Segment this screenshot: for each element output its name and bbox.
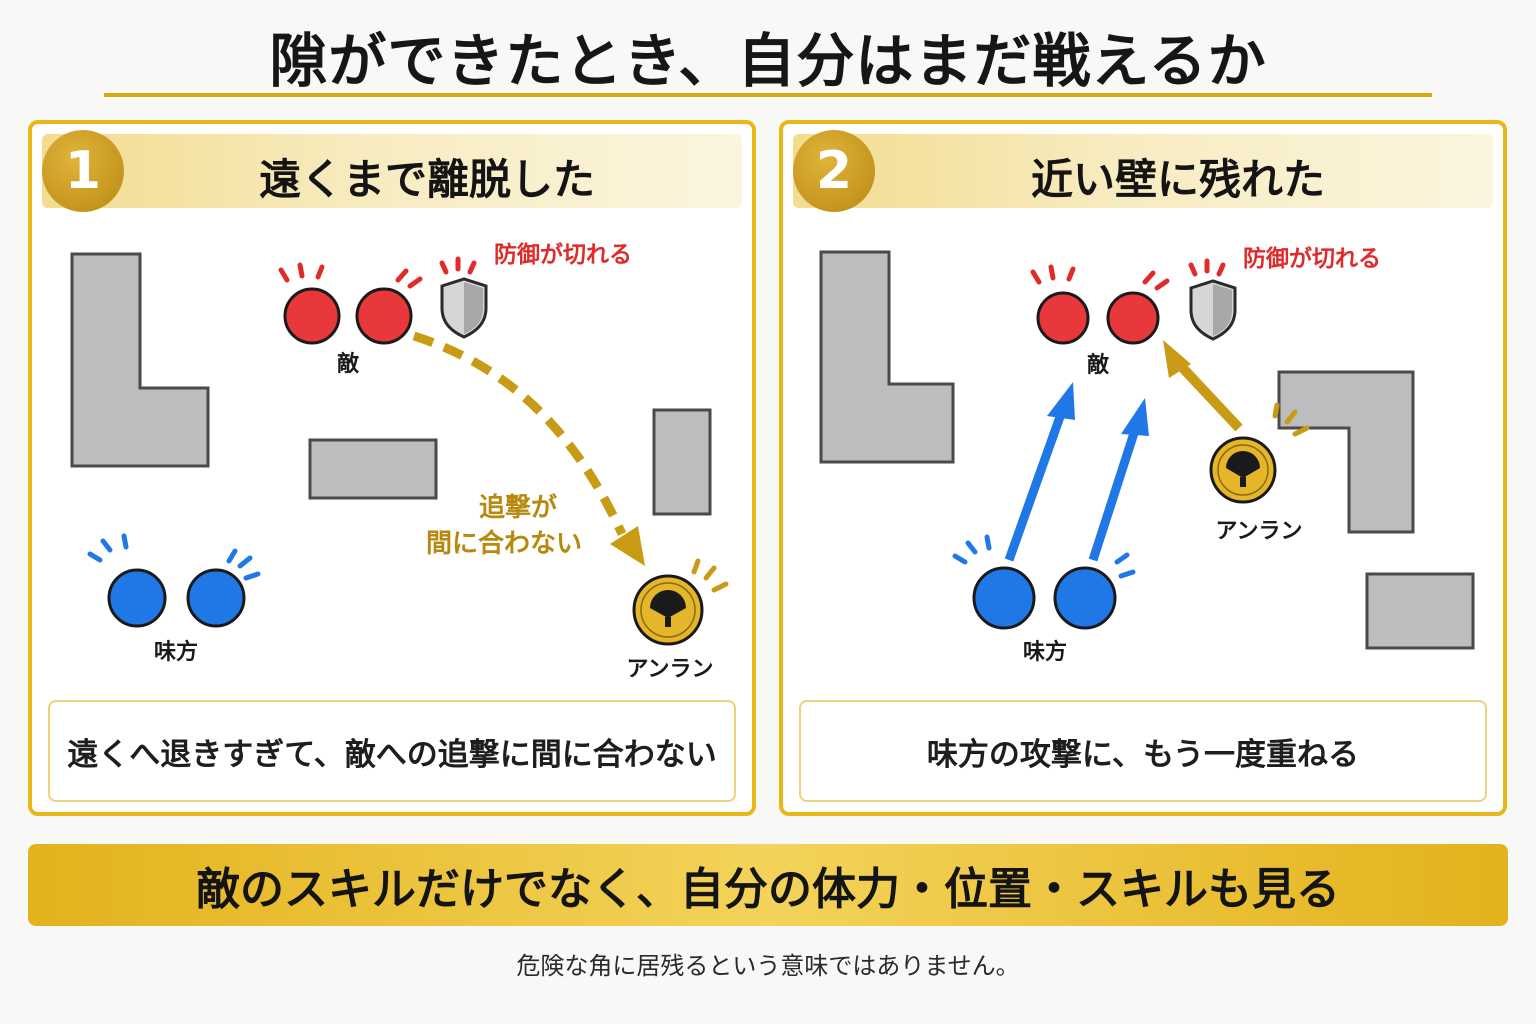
player-anran: アンラン [626, 558, 729, 682]
ally-label: 味方 [1023, 639, 1067, 665]
panel-far-retreat: 1 遠くまで離脱した 敵 防御が切れる 追撃が 間に合わない [28, 120, 756, 816]
folding-fan-icon [1226, 451, 1260, 487]
caption-box: 味方の攻撃に、もう一度重ねる [799, 700, 1487, 802]
caption-text: 味方の攻撃に、もう一度重ねる [926, 736, 1360, 773]
chase-label-line2: 間に合わない [426, 528, 582, 559]
summary-banner: 敵のスキルだけでなく、自分の体力・位置・スキルも見る [28, 844, 1508, 926]
enemy-alert-lines [278, 256, 477, 289]
shield-icon [440, 277, 488, 339]
ally-group: 味方 [952, 534, 1136, 665]
page-title: 隙ができたとき、自分はまだ戦えるか [269, 27, 1267, 95]
ally-2 [1053, 566, 1117, 630]
enemy-group: 敵 [1030, 258, 1226, 378]
folding-fan-icon [650, 590, 686, 627]
ally-alert-lines [952, 534, 1136, 579]
footnote: 危険な角に居残るという意味ではありません。 [516, 952, 1020, 980]
shield-icon [1189, 279, 1237, 341]
wall-bottom-right [1365, 572, 1475, 650]
player-label: アンラン [626, 657, 713, 682]
caption-box: 遠くへ退きすぎて、敵への追撃に間に合わない [48, 700, 736, 802]
ally-alert-lines [87, 533, 261, 581]
wall-corner-near [1277, 370, 1415, 534]
enemy-1 [1036, 291, 1090, 345]
ally-attack-arrows [1004, 382, 1149, 562]
ally-label: 味方 [154, 639, 198, 665]
panel-number-badge: 2 [793, 130, 875, 212]
panel-title: 遠くまで離脱した [258, 155, 595, 204]
wall-l-shape [70, 252, 210, 468]
panel-2-map: 敵 防御が切れる 味方 [819, 245, 1475, 665]
wall-center [308, 438, 438, 500]
banner-text: 敵のスキルだけでなく、自分の体力・位置・スキルも見る [196, 864, 1340, 915]
ally-group: 味方 [87, 533, 261, 665]
chase-arrowhead [610, 526, 645, 566]
player-alert-lines [691, 558, 729, 593]
enemy-1 [283, 287, 341, 345]
player-anran: アンラン [1209, 402, 1310, 544]
ally-2 [186, 568, 246, 628]
caption-text: 遠くへ退きすぎて、敵への追撃に間に合わない [67, 736, 717, 773]
chase-label-line1: 追撃が [479, 492, 557, 523]
panel-header: 2 近い壁に残れた [793, 130, 1493, 212]
enemy-2 [1106, 291, 1160, 345]
panel-1-map: 敵 防御が切れる 追撃が 間に合わない 味方 [70, 241, 729, 682]
panel-title: 近い壁に残れた [1030, 155, 1325, 204]
panel-header: 1 遠くまで離脱した [42, 130, 742, 212]
player-alert-lines [1272, 402, 1310, 437]
enemy-group: 敵 [278, 256, 477, 377]
wall-right [652, 408, 712, 516]
enemy-label: 敵 [337, 351, 360, 377]
enemy-alert-lines [1030, 258, 1226, 291]
enemy-label: 敵 [1087, 352, 1110, 378]
player-label: アンラン [1215, 519, 1302, 544]
panel-near-wall: 2 近い壁に残れた 敵 防御が切れる [779, 120, 1507, 816]
player-attack-arrow [1163, 340, 1243, 432]
defense-break-label: 防御が切れる [494, 241, 632, 268]
panel-number-badge: 1 [42, 130, 124, 212]
defense-break-label: 防御が切れる [1243, 245, 1381, 272]
ally-1 [107, 568, 167, 628]
enemy-2 [355, 287, 413, 345]
ally-1 [972, 566, 1036, 630]
title-underline [104, 93, 1432, 97]
wall-l-shape [819, 250, 955, 464]
chase-arrow [412, 331, 627, 536]
